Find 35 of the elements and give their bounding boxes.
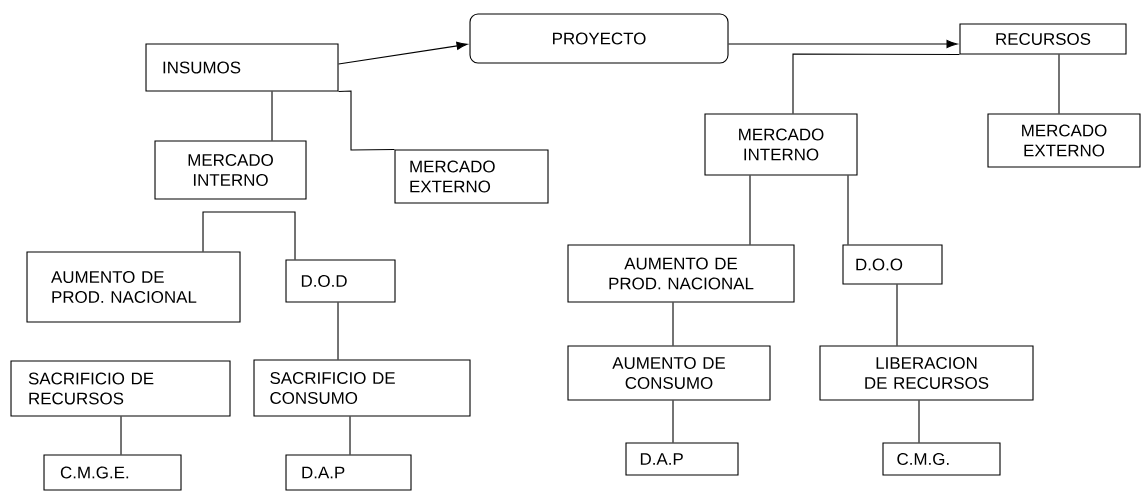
connector-line: [337, 302, 339, 360]
process-box: SACRIFICIO DE RECURSOS: [10, 360, 231, 417]
connector-line: [672, 400, 674, 443]
process-box: RECURSOS: [959, 23, 1127, 55]
connector-line: [847, 175, 849, 245]
process-box: D.O.D: [285, 259, 396, 303]
process-box: MERCADO EXTERNO: [394, 149, 549, 204]
process-box: LIBERACION DE RECURSOS: [819, 345, 1034, 401]
process-box: MERCADO INTERNO: [704, 113, 858, 176]
arrow: [338, 41, 468, 65]
process-box: INSUMOS: [145, 43, 339, 92]
process-box: D.A.P: [285, 454, 412, 491]
process-box: MERCADO INTERNO: [154, 140, 307, 200]
connector-line: [202, 211, 296, 260]
rounded-box: PROYECTO: [469, 13, 729, 64]
process-box: AUMENTO DE CONSUMO: [567, 345, 771, 401]
connector-line: [120, 416, 122, 455]
process-box: MERCADO EXTERNO: [987, 113, 1141, 168]
process-box: D.A.P: [625, 442, 739, 476]
connector-line: [749, 175, 751, 245]
arrow: [728, 39, 958, 49]
connector-line: [792, 53, 960, 114]
connector-line: [1058, 54, 1060, 114]
connector-line: [271, 91, 273, 141]
process-box: SACRIFICIO DE CONSUMO: [253, 359, 471, 417]
connector-line: [338, 90, 395, 151]
process-box: AUMENTO DE PROD. NACIONAL: [567, 244, 795, 303]
process-box: C.M.G.E.: [43, 454, 182, 491]
connector-line: [349, 416, 351, 455]
process-box: D.O.O: [842, 244, 943, 285]
connector-line: [918, 400, 920, 443]
connector-line: [896, 284, 898, 346]
connector-line: [672, 302, 674, 346]
process-box: AUMENTO DE PROD. NACIONAL: [26, 251, 241, 323]
process-box: C.M.G.: [882, 442, 1001, 476]
